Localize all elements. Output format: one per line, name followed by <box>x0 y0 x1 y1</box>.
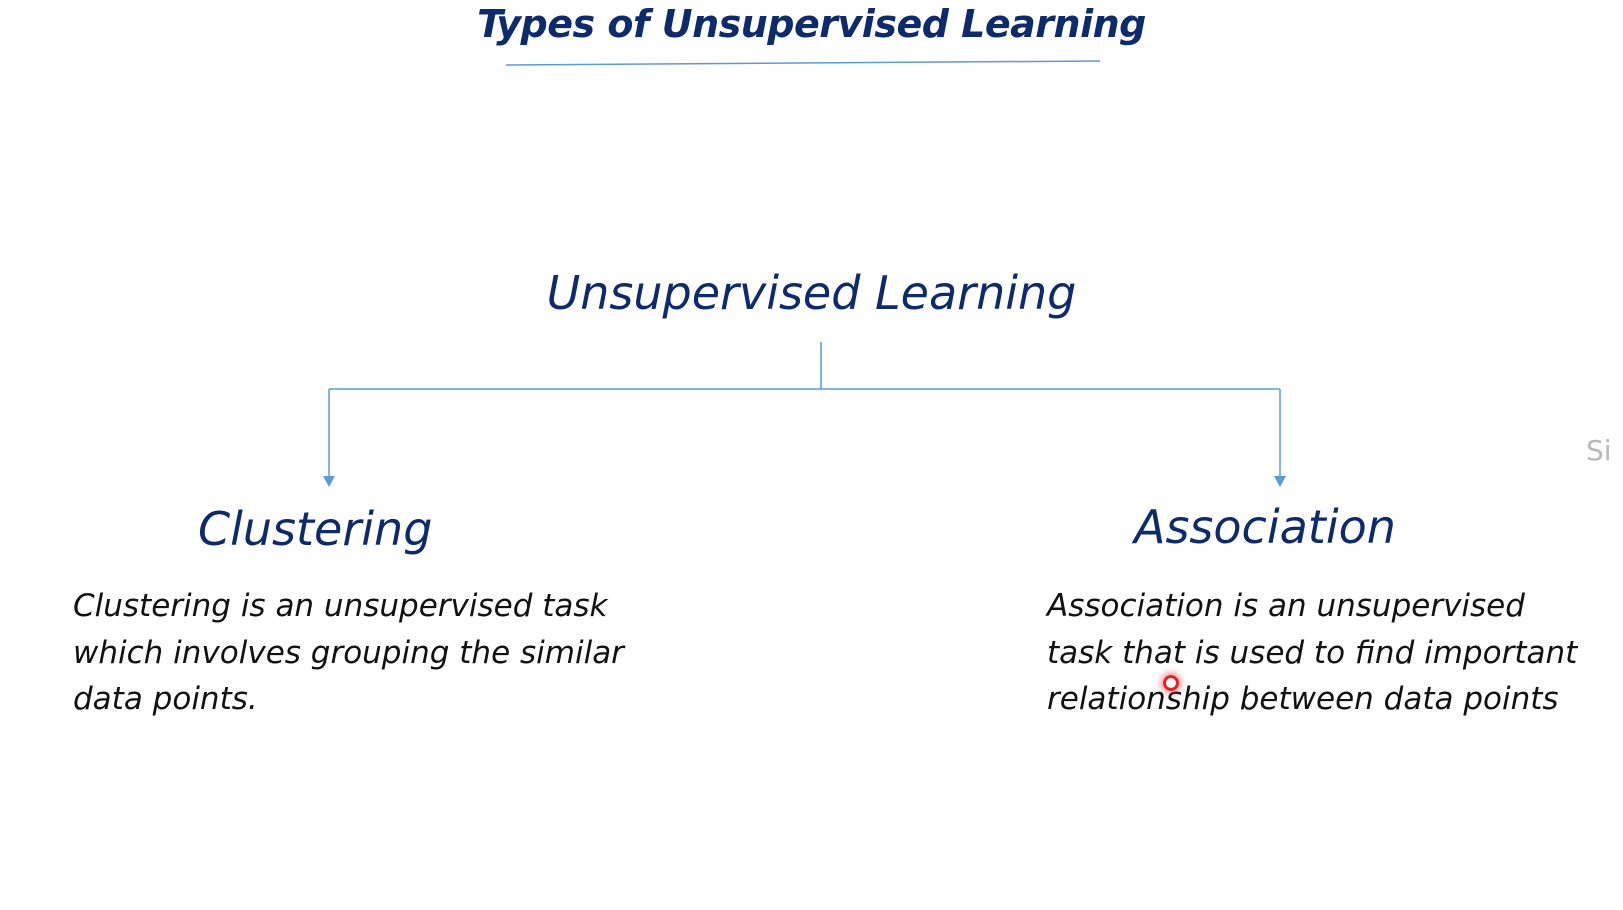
clustering-description: Clustering is an unsupervised task which… <box>73 588 624 717</box>
association-node-label: Association <box>1134 500 1396 554</box>
left-arrowhead <box>323 476 335 487</box>
slide-title: Types of Unsupervised Learning <box>477 2 1146 46</box>
clipped-edge-text: Si <box>1586 434 1612 467</box>
clustering-node-label: Clustering <box>198 502 433 556</box>
right-arrowhead <box>1274 476 1286 487</box>
laser-pointer-cursor-icon <box>1163 675 1179 691</box>
association-description: Association is an unsupervised task that… <box>1047 588 1578 717</box>
root-node-label: Unsupervised Learning <box>546 266 1077 320</box>
title-underline <box>505 60 1101 66</box>
